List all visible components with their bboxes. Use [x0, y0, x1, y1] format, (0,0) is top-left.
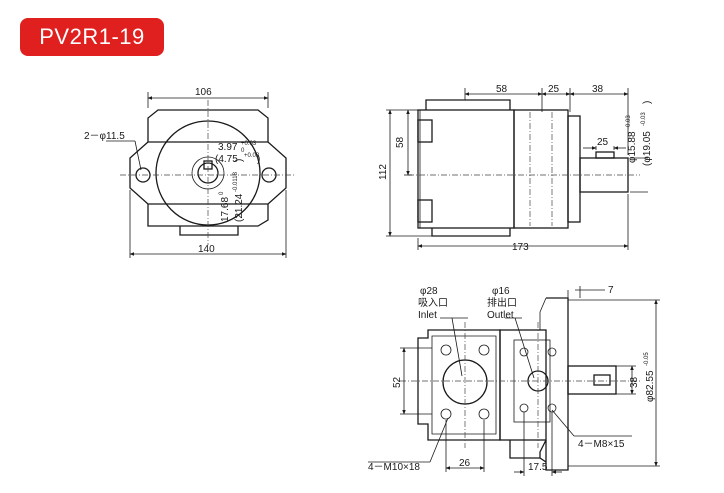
- dim-bore-alt-tol: -0.0118: [233, 171, 239, 192]
- dim-17-5: 17.5: [528, 462, 548, 473]
- dim-shaft-tol2: -0.03: [641, 112, 647, 126]
- side-view: [386, 88, 648, 250]
- dim-bore-alt-close: ): [234, 159, 245, 162]
- dim-hole-label: 2－φ11.5: [84, 131, 125, 142]
- dim-key-width-alt: (4.75: [215, 154, 238, 165]
- model-badge: PV2R1-19: [20, 18, 164, 56]
- outlet-diameter: φ16: [492, 286, 510, 297]
- dim-shaft-dia-alt: (φ19.05: [642, 131, 653, 166]
- dim-shaft-tol1: -0.03: [626, 115, 632, 129]
- dim-key-tol-top: +0.03: [241, 141, 257, 147]
- dim-key-alt-close: ): [257, 154, 260, 165]
- dim-26: 26: [459, 458, 471, 469]
- dim-m8: 4－M8×15: [578, 439, 625, 450]
- bottom-view: [368, 286, 660, 476]
- inlet-label-en: Inlet: [418, 310, 437, 321]
- front-view: [106, 92, 296, 258]
- inlet-diameter: φ28: [420, 286, 438, 297]
- dim-58-top: 58: [496, 84, 508, 95]
- dim-106: 106: [195, 87, 212, 98]
- dim-82-55: φ82.55: [645, 370, 656, 402]
- dim-25-shaft: 25: [597, 137, 609, 148]
- dim-52: 52: [392, 376, 403, 388]
- dim-82-tol: -0.05: [644, 352, 650, 366]
- dim-140: 140: [198, 244, 215, 255]
- inlet-label-cn: 吸入口: [418, 298, 448, 309]
- dim-112: 112: [378, 164, 389, 180]
- dim-7: 7: [608, 285, 614, 296]
- dim-173: 173: [512, 242, 529, 253]
- dim-bore-tol: 0: [219, 191, 225, 195]
- dim-38-top: 38: [592, 84, 604, 95]
- dim-bore: 17.68: [220, 197, 231, 222]
- outlet-label-cn: 排出口: [487, 296, 517, 309]
- dim-bore-alt: (21.24: [234, 193, 245, 222]
- dim-m10: 4－M10×18: [368, 462, 420, 473]
- dim-shaft-close: ): [642, 101, 653, 104]
- dim-key-alt-tol: +0.03: [244, 153, 260, 159]
- dim-shaft-dia: φ15.88: [627, 131, 638, 163]
- dim-key-width: 3.97: [218, 142, 238, 153]
- dim-25-top: 25: [548, 84, 560, 95]
- dim-38-bottom: 38: [629, 376, 640, 388]
- dim-key-tol-bot: 0: [241, 148, 245, 154]
- dim-58-left: 58: [395, 136, 406, 148]
- outlet-label-en: Outlet: [487, 310, 514, 321]
